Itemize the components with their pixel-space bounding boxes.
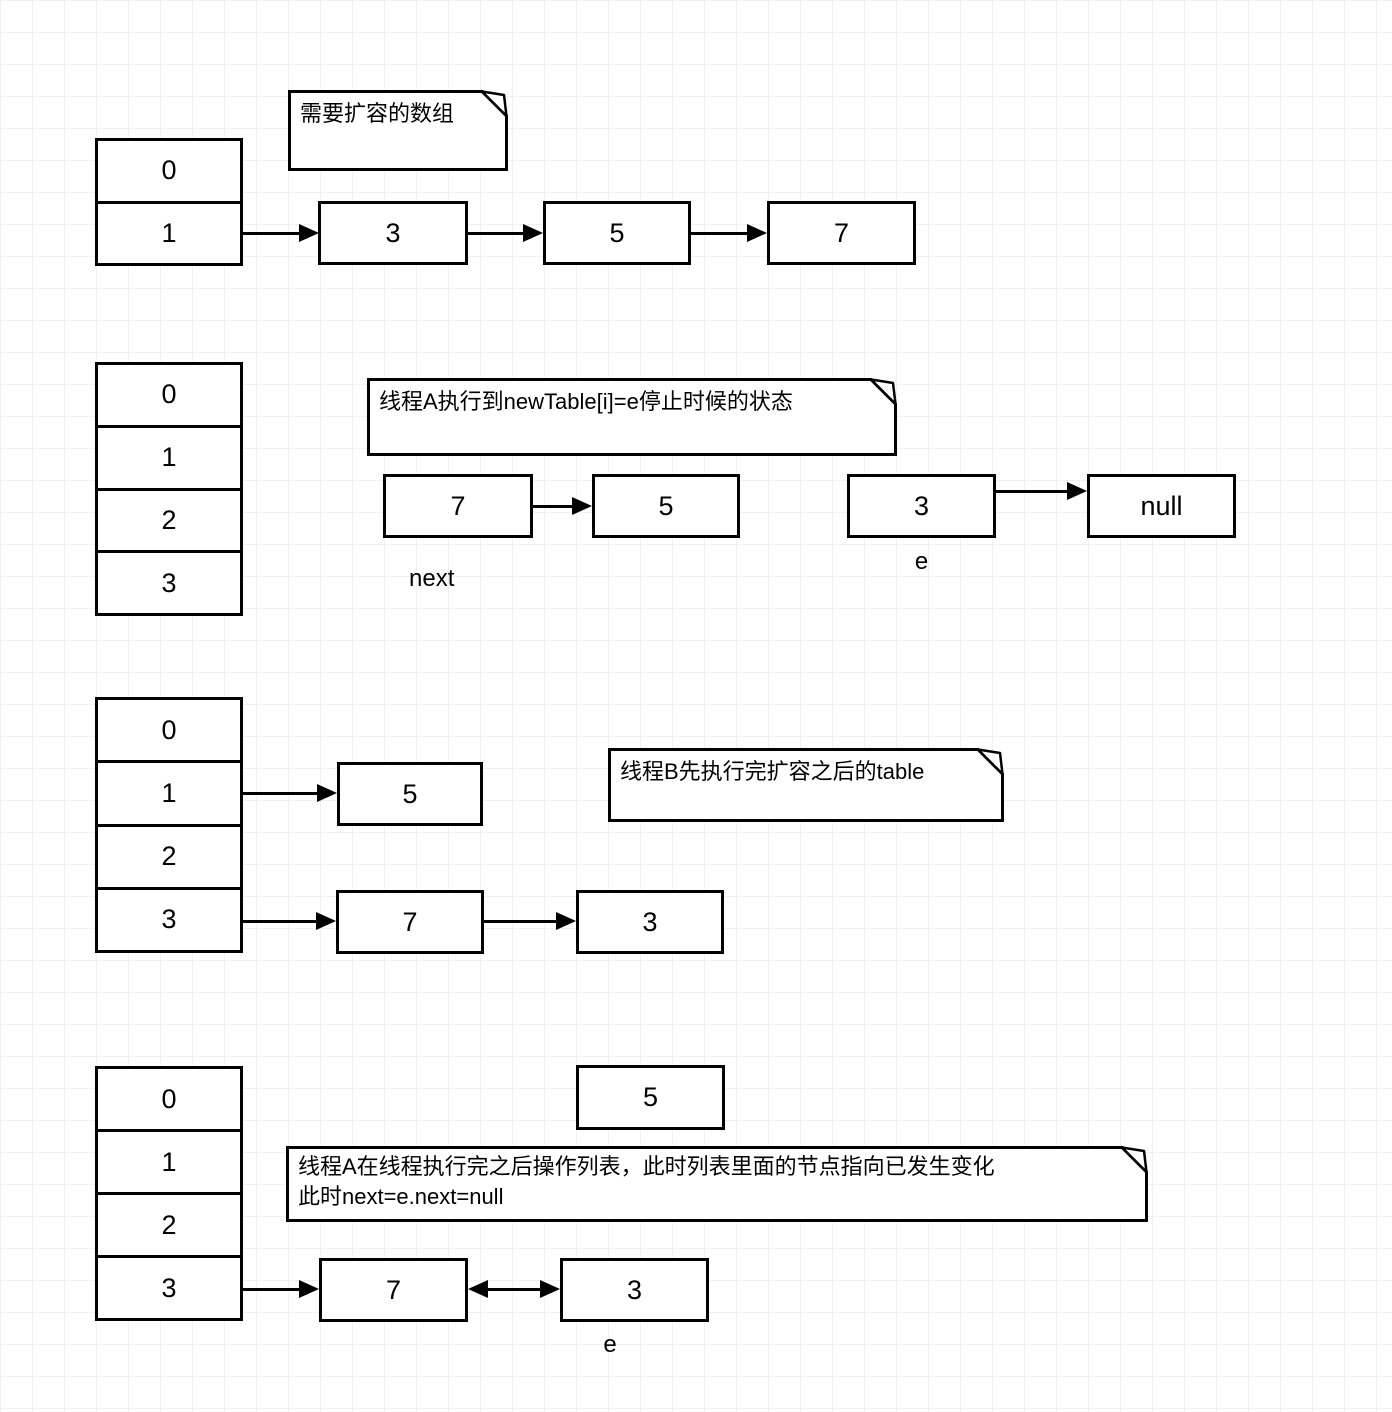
node-box: 7 [767, 201, 916, 265]
note-needs-resize: 需要扩容的数组 [288, 90, 508, 171]
node-box: 7 [383, 474, 533, 538]
connector-arrow [243, 911, 336, 931]
arrow-shaft [533, 504, 575, 508]
array-cell: 3 [161, 1272, 177, 1303]
array-cell: 1 [98, 763, 240, 827]
arrowhead-right-icon [556, 912, 576, 930]
node-box: 3 [318, 201, 468, 265]
array-cell: 1 [98, 1132, 240, 1195]
arrow-shaft [691, 231, 750, 235]
note-thread-a-after: 线程A在线程执行完之后操作列表，此时列表里面的节点指向已发生变化此时next=e… [286, 1146, 1148, 1222]
arrow-shaft [243, 791, 320, 795]
node-box: 5 [576, 1065, 725, 1130]
node-box: 5 [592, 474, 740, 538]
note-shape-icon [286, 1146, 1148, 1222]
arrowhead-left-icon [468, 1280, 488, 1298]
node-box: 5 [337, 762, 483, 826]
connector-arrow [243, 783, 337, 803]
note-text: 线程A在线程执行完之后操作列表，此时列表里面的节点指向已发生变化此时next=e… [286, 1146, 1148, 1218]
e-label: e [914, 548, 929, 575]
note-text: 线程A执行到newTable[i]=e停止时候的状态 [379, 389, 793, 414]
array-cell: 2 [98, 827, 240, 890]
arrow-shaft [468, 231, 526, 235]
arrowhead-right-icon [523, 224, 543, 242]
arrow-shaft [484, 919, 559, 923]
note-shape-icon [288, 90, 508, 171]
next-label: next [409, 565, 455, 592]
arrowhead-right-icon [540, 1280, 560, 1298]
connector-arrow [243, 1279, 319, 1299]
arrow-shaft [485, 1287, 543, 1291]
array-cell: 0 [98, 141, 240, 204]
arrow-shaft [243, 231, 302, 235]
connector-arrow [996, 481, 1087, 501]
array-table-1: 0 1 [95, 138, 243, 266]
array-cell: 3 [161, 904, 177, 935]
connector-arrow [533, 496, 592, 516]
array-table-3: 0 1 2 3 [95, 697, 243, 953]
arrowhead-right-icon [316, 912, 336, 930]
note-text: 需要扩容的数组 [300, 101, 455, 126]
connector-arrow [484, 911, 576, 931]
array-cell: 0 [98, 365, 240, 428]
node-box: 5 [543, 201, 691, 265]
arrowhead-right-icon [1067, 482, 1087, 500]
array-cell: 1 [161, 217, 177, 248]
note-line-2: 此时next=e.next=null [298, 1184, 504, 1209]
array-cell: 3 [161, 567, 177, 598]
arrowhead-right-icon [299, 224, 319, 242]
node-box: 7 [319, 1258, 468, 1322]
note-thread-b-table: 线程B先执行完扩容之后的table [608, 748, 1004, 822]
connector-arrow [691, 223, 767, 243]
arrowhead-right-icon [747, 224, 767, 242]
node-box: 3 [576, 890, 724, 954]
e-label: e [603, 1331, 617, 1358]
array-cell: 2 [98, 491, 240, 554]
arrowhead-right-icon [572, 497, 592, 515]
connector-arrow [243, 223, 319, 243]
arrow-shaft [996, 489, 1070, 493]
note-line-1: 线程A在线程执行完之后操作列表，此时列表里面的节点指向已发生变化 [298, 1154, 995, 1179]
node-box: 7 [336, 890, 484, 954]
node-box: 3 [560, 1258, 709, 1322]
array-cell: 1 [98, 428, 240, 491]
array-table-4: 0 1 2 3 [95, 1066, 243, 1321]
note-thread-a-state: 线程A执行到newTable[i]=e停止时候的状态 [367, 378, 897, 456]
note-shape-icon [608, 748, 1004, 822]
note-text: 线程B先执行完扩容之后的table [620, 759, 925, 784]
array-cell: 0 [98, 1069, 240, 1132]
connector-double-arrow [468, 1279, 560, 1299]
array-cell: 2 [98, 1195, 240, 1258]
connector-arrow [468, 223, 543, 243]
array-table-2: 0 1 2 3 [95, 362, 243, 616]
arrowhead-right-icon [317, 784, 337, 802]
arrow-shaft [243, 1287, 302, 1291]
arrowhead-right-icon [299, 1280, 319, 1298]
node-box: 3 [847, 474, 996, 538]
note-shape-icon [367, 378, 897, 456]
node-box: null [1087, 474, 1236, 538]
array-cell: 0 [98, 700, 240, 764]
arrow-shaft [243, 919, 319, 923]
